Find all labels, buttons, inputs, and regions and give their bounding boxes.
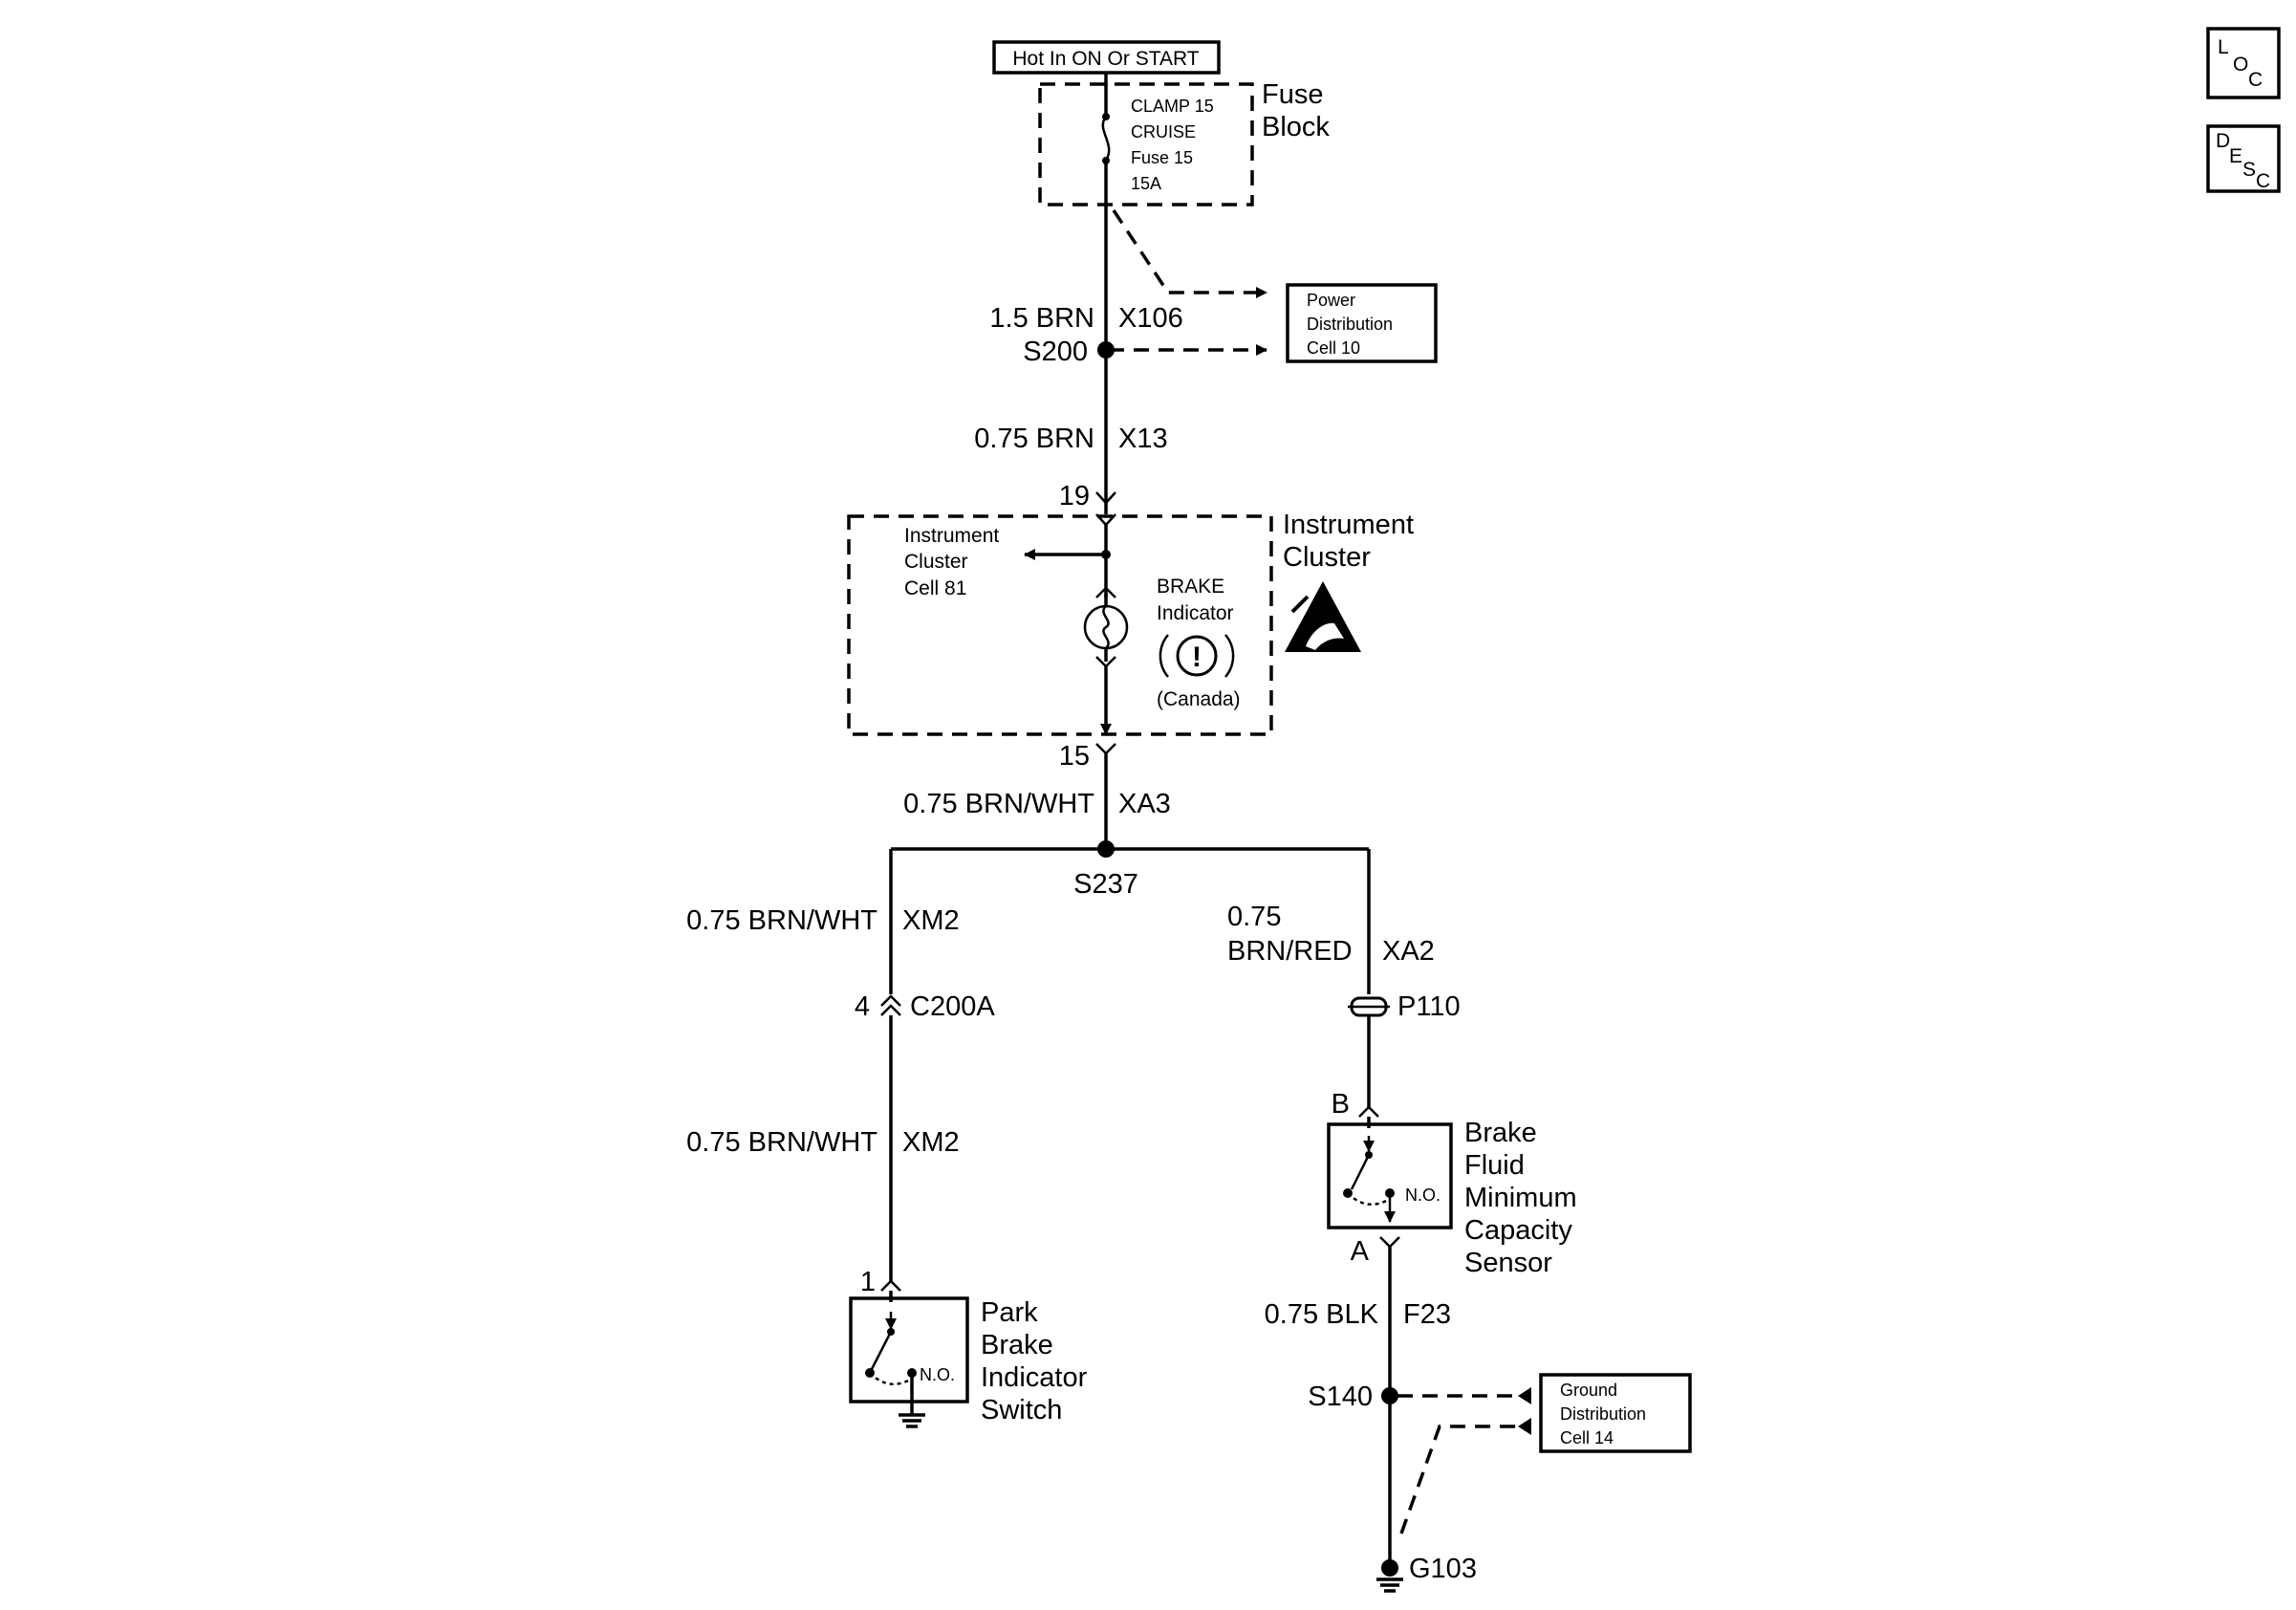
svg-text:P110: P110 xyxy=(1397,991,1461,1022)
svg-text:D: D xyxy=(2216,130,2230,152)
svg-text:Sensor: Sensor xyxy=(1464,1248,1552,1278)
wire-f23-circuit: F23 xyxy=(1403,1299,1451,1330)
brake-fluid-minimum-capacity-sensor: B N.O. A Brake Fluid Minimum Capacity Se… xyxy=(1327,1089,1577,1278)
ground-symbol-switch xyxy=(899,1413,925,1428)
svg-text:Distribution: Distribution xyxy=(1307,315,1393,334)
svg-text:Brake: Brake xyxy=(981,1330,1053,1360)
svg-text:Fuse 15: Fuse 15 xyxy=(1131,148,1193,167)
svg-text:G103: G103 xyxy=(1409,1554,1477,1584)
splice-s237-label: S237 xyxy=(1073,869,1138,900)
svg-text:Cell 14: Cell 14 xyxy=(1560,1428,1614,1447)
svg-text:Distribution: Distribution xyxy=(1560,1404,1646,1424)
svg-text:CLAMP 15: CLAMP 15 xyxy=(1131,97,1214,116)
instrument-cluster: Instrument Cluster Instrument Cluster Ce… xyxy=(847,510,1414,736)
svg-text:Cell 10: Cell 10 xyxy=(1307,338,1360,358)
wire-xa2-circuit: XA2 xyxy=(1382,936,1435,967)
svg-text:Indicator: Indicator xyxy=(981,1362,1088,1393)
svg-text:CRUISE: CRUISE xyxy=(1131,122,1196,141)
svg-text:A: A xyxy=(1351,1236,1370,1267)
svg-text:!: ! xyxy=(1192,642,1202,673)
svg-text:L: L xyxy=(2218,36,2229,58)
wire-f23-gauge: 0.75 BLK xyxy=(1265,1299,1379,1330)
wire-xm2-bottom-circuit: XM2 xyxy=(902,1127,960,1158)
wire-xm2-top-gauge: 0.75 BRN/WHT xyxy=(686,905,877,936)
svg-text:S: S xyxy=(2242,159,2256,181)
svg-text:C200A: C200A xyxy=(910,991,995,1022)
svg-text:BRAKE: BRAKE xyxy=(1157,576,1224,598)
wire-xm2-bottom-gauge: 0.75 BRN/WHT xyxy=(686,1127,877,1158)
wire-x13-circuit: X13 xyxy=(1118,424,1168,454)
svg-text:Indicator: Indicator xyxy=(1157,602,1234,624)
splice-s140 xyxy=(1381,1387,1398,1404)
location-view-icon[interactable]: L O C xyxy=(2206,27,2281,99)
svg-text:Instrument: Instrument xyxy=(904,525,999,547)
svg-text:15A: 15A xyxy=(1131,174,1161,193)
power-distribution-link-1 xyxy=(1112,209,1267,298)
wire-x13-gauge: 0.75 BRN xyxy=(974,424,1094,454)
svg-text:Power: Power xyxy=(1307,291,1355,310)
wire-xm2-top-circuit: XM2 xyxy=(902,905,960,936)
svg-text:Ground: Ground xyxy=(1560,1381,1617,1400)
svg-text:(Canada): (Canada) xyxy=(1157,688,1241,710)
svg-text:N.O.: N.O. xyxy=(920,1365,955,1384)
splice-s200-label: S200 xyxy=(1023,337,1088,367)
power-distribution-box: Power Distribution Cell 10 xyxy=(1286,283,1438,363)
fuse-15 xyxy=(1101,84,1111,205)
svg-text:Block: Block xyxy=(1262,112,1330,142)
power-source-label: Hot In ON Or START xyxy=(992,40,1221,75)
wire-x106-circuit: X106 xyxy=(1118,303,1183,334)
wire-xa3-gauge: 0.75 BRN/WHT xyxy=(903,789,1094,819)
svg-text:Fluid: Fluid xyxy=(1464,1150,1525,1181)
brake-indicator-bulb xyxy=(1083,604,1129,650)
svg-text:15: 15 xyxy=(1059,741,1090,772)
connector-p110: P110 xyxy=(1348,991,1461,1022)
svg-text:Switch: Switch xyxy=(981,1395,1062,1425)
fuse-block: Fuse Block CLAMP 15 CRUISE Fuse 15 15A xyxy=(1038,79,1330,207)
ground-g103: G103 xyxy=(1376,1554,1477,1593)
svg-text:Cell 81: Cell 81 xyxy=(904,577,966,599)
svg-text:Fuse: Fuse xyxy=(1262,79,1323,110)
wire-xa2-color: BRN/RED xyxy=(1227,936,1353,967)
ground-distribution-link-2 xyxy=(1399,1425,1520,1534)
connector-c200a: 4 C200A xyxy=(855,991,995,1022)
svg-text:Instrument: Instrument xyxy=(1283,510,1414,540)
wire-xa3-circuit: XA3 xyxy=(1118,789,1171,819)
svg-text:C: C xyxy=(2256,170,2270,192)
svg-text:Park: Park xyxy=(981,1297,1038,1328)
esd-warning-icon xyxy=(1285,581,1361,652)
svg-text:Capacity: Capacity xyxy=(1464,1215,1572,1246)
splice-s237 xyxy=(1097,840,1115,858)
svg-text:1: 1 xyxy=(860,1267,876,1297)
connector-pin-15: 15 xyxy=(1059,741,1116,772)
svg-text:B: B xyxy=(1332,1089,1350,1120)
svg-text:Minimum: Minimum xyxy=(1464,1183,1577,1213)
splice-s140-label: S140 xyxy=(1308,1382,1373,1412)
svg-text:Cluster: Cluster xyxy=(1283,542,1371,573)
svg-text:Brake: Brake xyxy=(1464,1118,1537,1148)
svg-text:C: C xyxy=(2248,69,2263,91)
svg-text:Hot In ON Or START: Hot In ON Or START xyxy=(1012,48,1199,70)
svg-text:19: 19 xyxy=(1059,481,1090,511)
svg-text:O: O xyxy=(2233,54,2248,76)
wire-x106-gauge: 1.5 BRN xyxy=(989,303,1094,334)
ground-distribution-box: Ground Distribution Cell 14 xyxy=(1539,1373,1692,1453)
brake-warning-icon: ! xyxy=(1159,634,1235,678)
svg-text:N.O.: N.O. xyxy=(1405,1186,1440,1205)
svg-text:E: E xyxy=(2229,145,2242,167)
park-brake-indicator-switch: 1 N.O. Park Brake Indicator Switch xyxy=(849,1267,1088,1428)
description-view-icon[interactable]: D E S C xyxy=(2206,124,2281,193)
svg-text:4: 4 xyxy=(855,991,870,1022)
svg-text:Cluster: Cluster xyxy=(904,551,968,573)
wire-xa2-gauge: 0.75 xyxy=(1227,902,1281,932)
